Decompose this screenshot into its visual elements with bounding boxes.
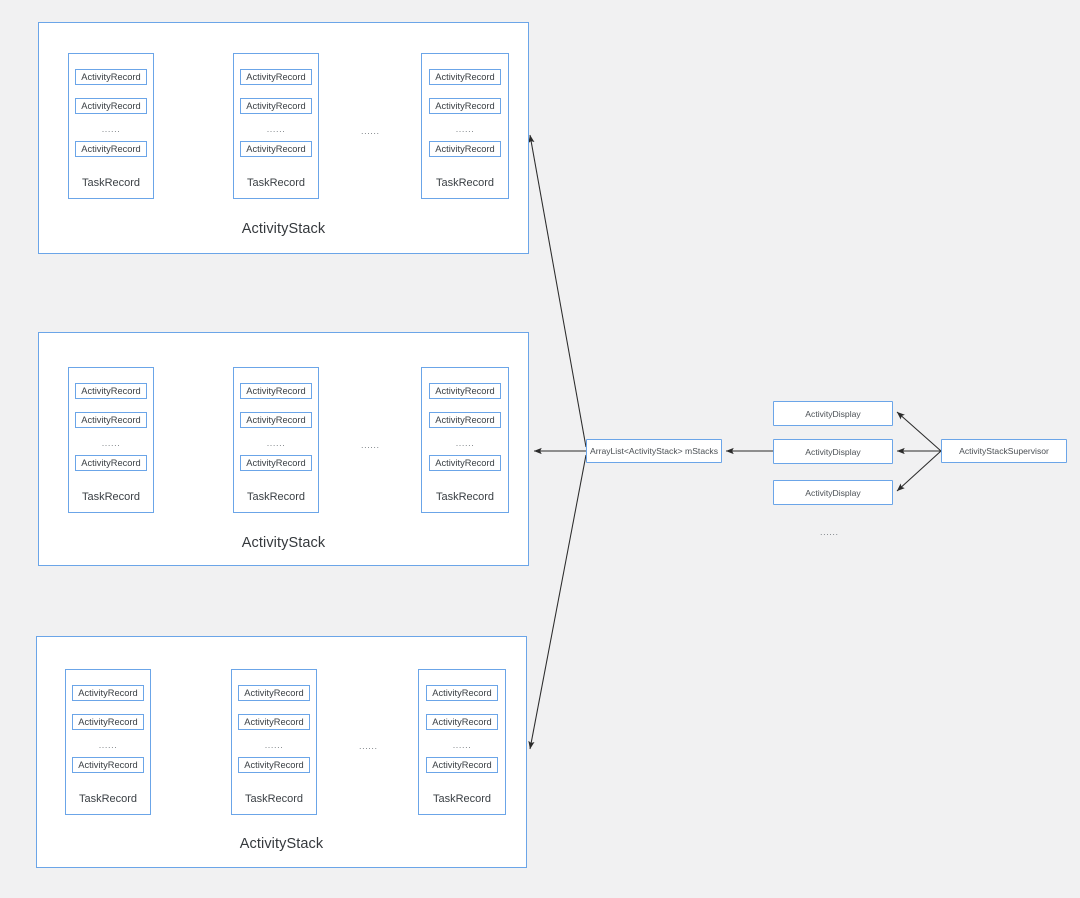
column-ellipsis: ...... [101,438,121,448]
activity-record-box[interactable]: ActivityRecord [240,412,312,428]
activity-record-box[interactable]: ActivityRecord [75,383,147,399]
task-record-label: TaskRecord [81,177,141,189]
activity-record-box[interactable]: ActivityRecord [72,685,144,701]
activity-stack-label: ActivityStack [239,836,324,852]
task-record-label: TaskRecord [246,491,306,503]
stack-gap-ellipsis: ...... [359,741,378,751]
task-record-label: TaskRecord [435,491,495,503]
task-record-label: TaskRecord [435,177,495,189]
activity-stack-label: ActivityStack [241,221,326,237]
activity-record-box[interactable]: ActivityRecord [72,757,144,773]
edge-supervisor-to-display-3 [896,450,942,492]
activity-record-box[interactable]: ActivityRecord [429,383,501,399]
activity-record-box[interactable]: ActivityRecord [429,412,501,428]
node-activity-display-2[interactable]: ActivityDisplay [773,439,893,464]
task-record-label: TaskRecord [81,491,141,503]
column-ellipsis: ...... [455,438,475,448]
column-ellipsis: ...... [98,740,118,750]
activity-record-box[interactable]: ActivityRecord [240,69,312,85]
activity-record-box[interactable]: ActivityRecord [240,141,312,157]
column-ellipsis: ...... [455,124,475,134]
activity-record-box[interactable]: ActivityRecord [429,141,501,157]
activity-record-box[interactable]: ActivityRecord [75,98,147,114]
activity-record-box[interactable]: ActivityRecord [75,412,147,428]
column-ellipsis: ...... [452,740,472,750]
activity-record-box[interactable]: ActivityRecord [426,685,498,701]
activity-display-ellipsis: ...... [820,527,839,537]
activity-record-box[interactable]: ActivityRecord [240,455,312,471]
node-mstacks[interactable]: ArrayList<ActivityStack> mStacks [586,439,722,463]
edge-mstacks-to-stack-1 [528,134,587,448]
edge-mstacks-to-stack-3 [528,454,587,750]
node-activity-stack-supervisor[interactable]: ActivityStackSupervisor [941,439,1067,463]
activity-record-box[interactable]: ActivityRecord [240,383,312,399]
activity-record-box[interactable]: ActivityRecord [75,69,147,85]
activity-record-box[interactable]: ActivityRecord [429,98,501,114]
activity-record-box[interactable]: ActivityRecord [238,714,310,730]
node-activity-display-3[interactable]: ActivityDisplay [773,480,893,505]
activity-record-box[interactable]: ActivityRecord [429,455,501,471]
node-activity-display-1[interactable]: ActivityDisplay [773,401,893,426]
activity-record-box[interactable]: ActivityRecord [238,757,310,773]
activity-record-box[interactable]: ActivityRecord [75,141,147,157]
edge-supervisor-to-display-1 [896,411,942,452]
task-record-label: TaskRecord [78,793,138,805]
stack-gap-ellipsis: ...... [361,440,380,450]
column-ellipsis: ...... [101,124,121,134]
activity-record-box[interactable]: ActivityRecord [240,98,312,114]
activity-record-box[interactable]: ActivityRecord [75,455,147,471]
activity-record-box[interactable]: ActivityRecord [238,685,310,701]
activity-record-box[interactable]: ActivityRecord [429,69,501,85]
activity-record-box[interactable]: ActivityRecord [426,714,498,730]
column-ellipsis: ...... [264,740,284,750]
task-record-label: TaskRecord [432,793,492,805]
column-ellipsis: ...... [266,124,286,134]
stack-gap-ellipsis: ...... [361,126,380,136]
activity-stack-label: ActivityStack [241,535,326,551]
task-record-label: TaskRecord [246,177,306,189]
task-record-label: TaskRecord [244,793,304,805]
activity-record-box[interactable]: ActivityRecord [426,757,498,773]
activity-record-box[interactable]: ActivityRecord [72,714,144,730]
column-ellipsis: ...... [266,438,286,448]
